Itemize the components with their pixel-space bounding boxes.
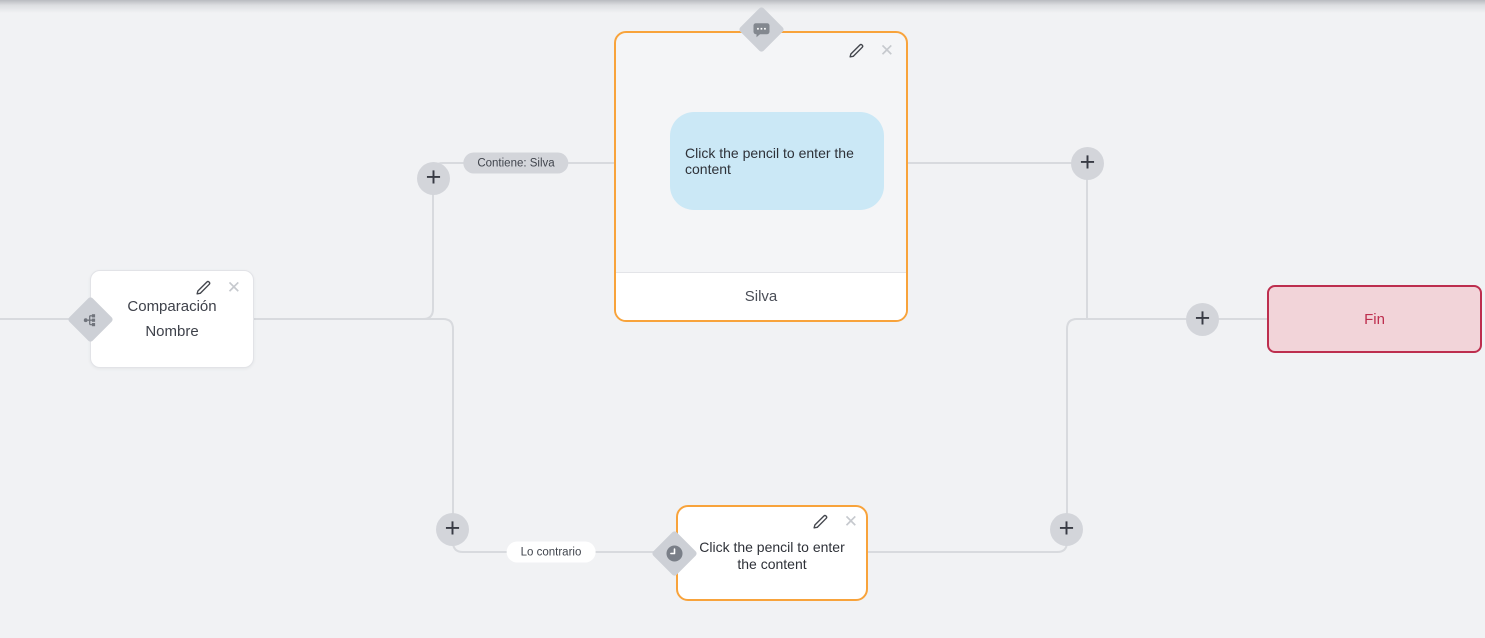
- message-bubble-text: Click the pencil to enter the content: [685, 145, 854, 177]
- delay-type-badge: [650, 529, 698, 577]
- pencil-icon[interactable]: [195, 279, 212, 296]
- pencil-icon[interactable]: [848, 42, 865, 59]
- message-bubble: Click the pencil to enter the content: [670, 112, 884, 210]
- close-icon[interactable]: ✕: [226, 278, 241, 297]
- sitemap-icon: [82, 311, 98, 327]
- node-actions: ✕: [195, 279, 241, 296]
- edge-condition-false: [254, 318, 658, 553]
- node-actions: ✕: [812, 513, 858, 530]
- edge-label-otherwise[interactable]: Lo contrario: [506, 541, 596, 563]
- clock-icon: [665, 544, 684, 563]
- condition-title-line1: Comparación: [127, 298, 217, 315]
- message-footer-label: Silva: [616, 272, 906, 320]
- condition-type-badge: [66, 295, 114, 343]
- node-actions: ✕: [848, 42, 894, 59]
- delay-node[interactable]: ✕ Click the pencil to enter the content: [676, 505, 868, 601]
- edge-to-end: [866, 318, 1267, 553]
- delay-placeholder-text: Click the pencil to enter the content: [699, 539, 845, 572]
- add-node-button[interactable]: +: [436, 513, 469, 546]
- condition-node[interactable]: ✕ Comparación Nombre: [90, 270, 254, 368]
- end-node-label: Fin: [1364, 310, 1385, 328]
- close-icon[interactable]: ✕: [879, 41, 894, 60]
- pencil-icon[interactable]: [812, 513, 829, 530]
- add-node-button[interactable]: +: [1050, 513, 1083, 546]
- add-node-button[interactable]: +: [1071, 147, 1104, 180]
- chat-bubble-icon: [752, 21, 770, 37]
- message-type-badge: [737, 5, 785, 53]
- end-node[interactable]: Fin: [1267, 285, 1482, 353]
- message-node[interactable]: ✕ Click the pencil to enter the content …: [614, 31, 908, 322]
- add-node-button[interactable]: +: [1186, 303, 1219, 336]
- edge-message-out: [906, 162, 1088, 319]
- edge-label-contains[interactable]: Contiene: Silva: [463, 152, 569, 174]
- condition-title-line2: Nombre: [145, 323, 199, 340]
- close-icon[interactable]: ✕: [843, 512, 858, 531]
- add-node-button[interactable]: +: [417, 162, 450, 195]
